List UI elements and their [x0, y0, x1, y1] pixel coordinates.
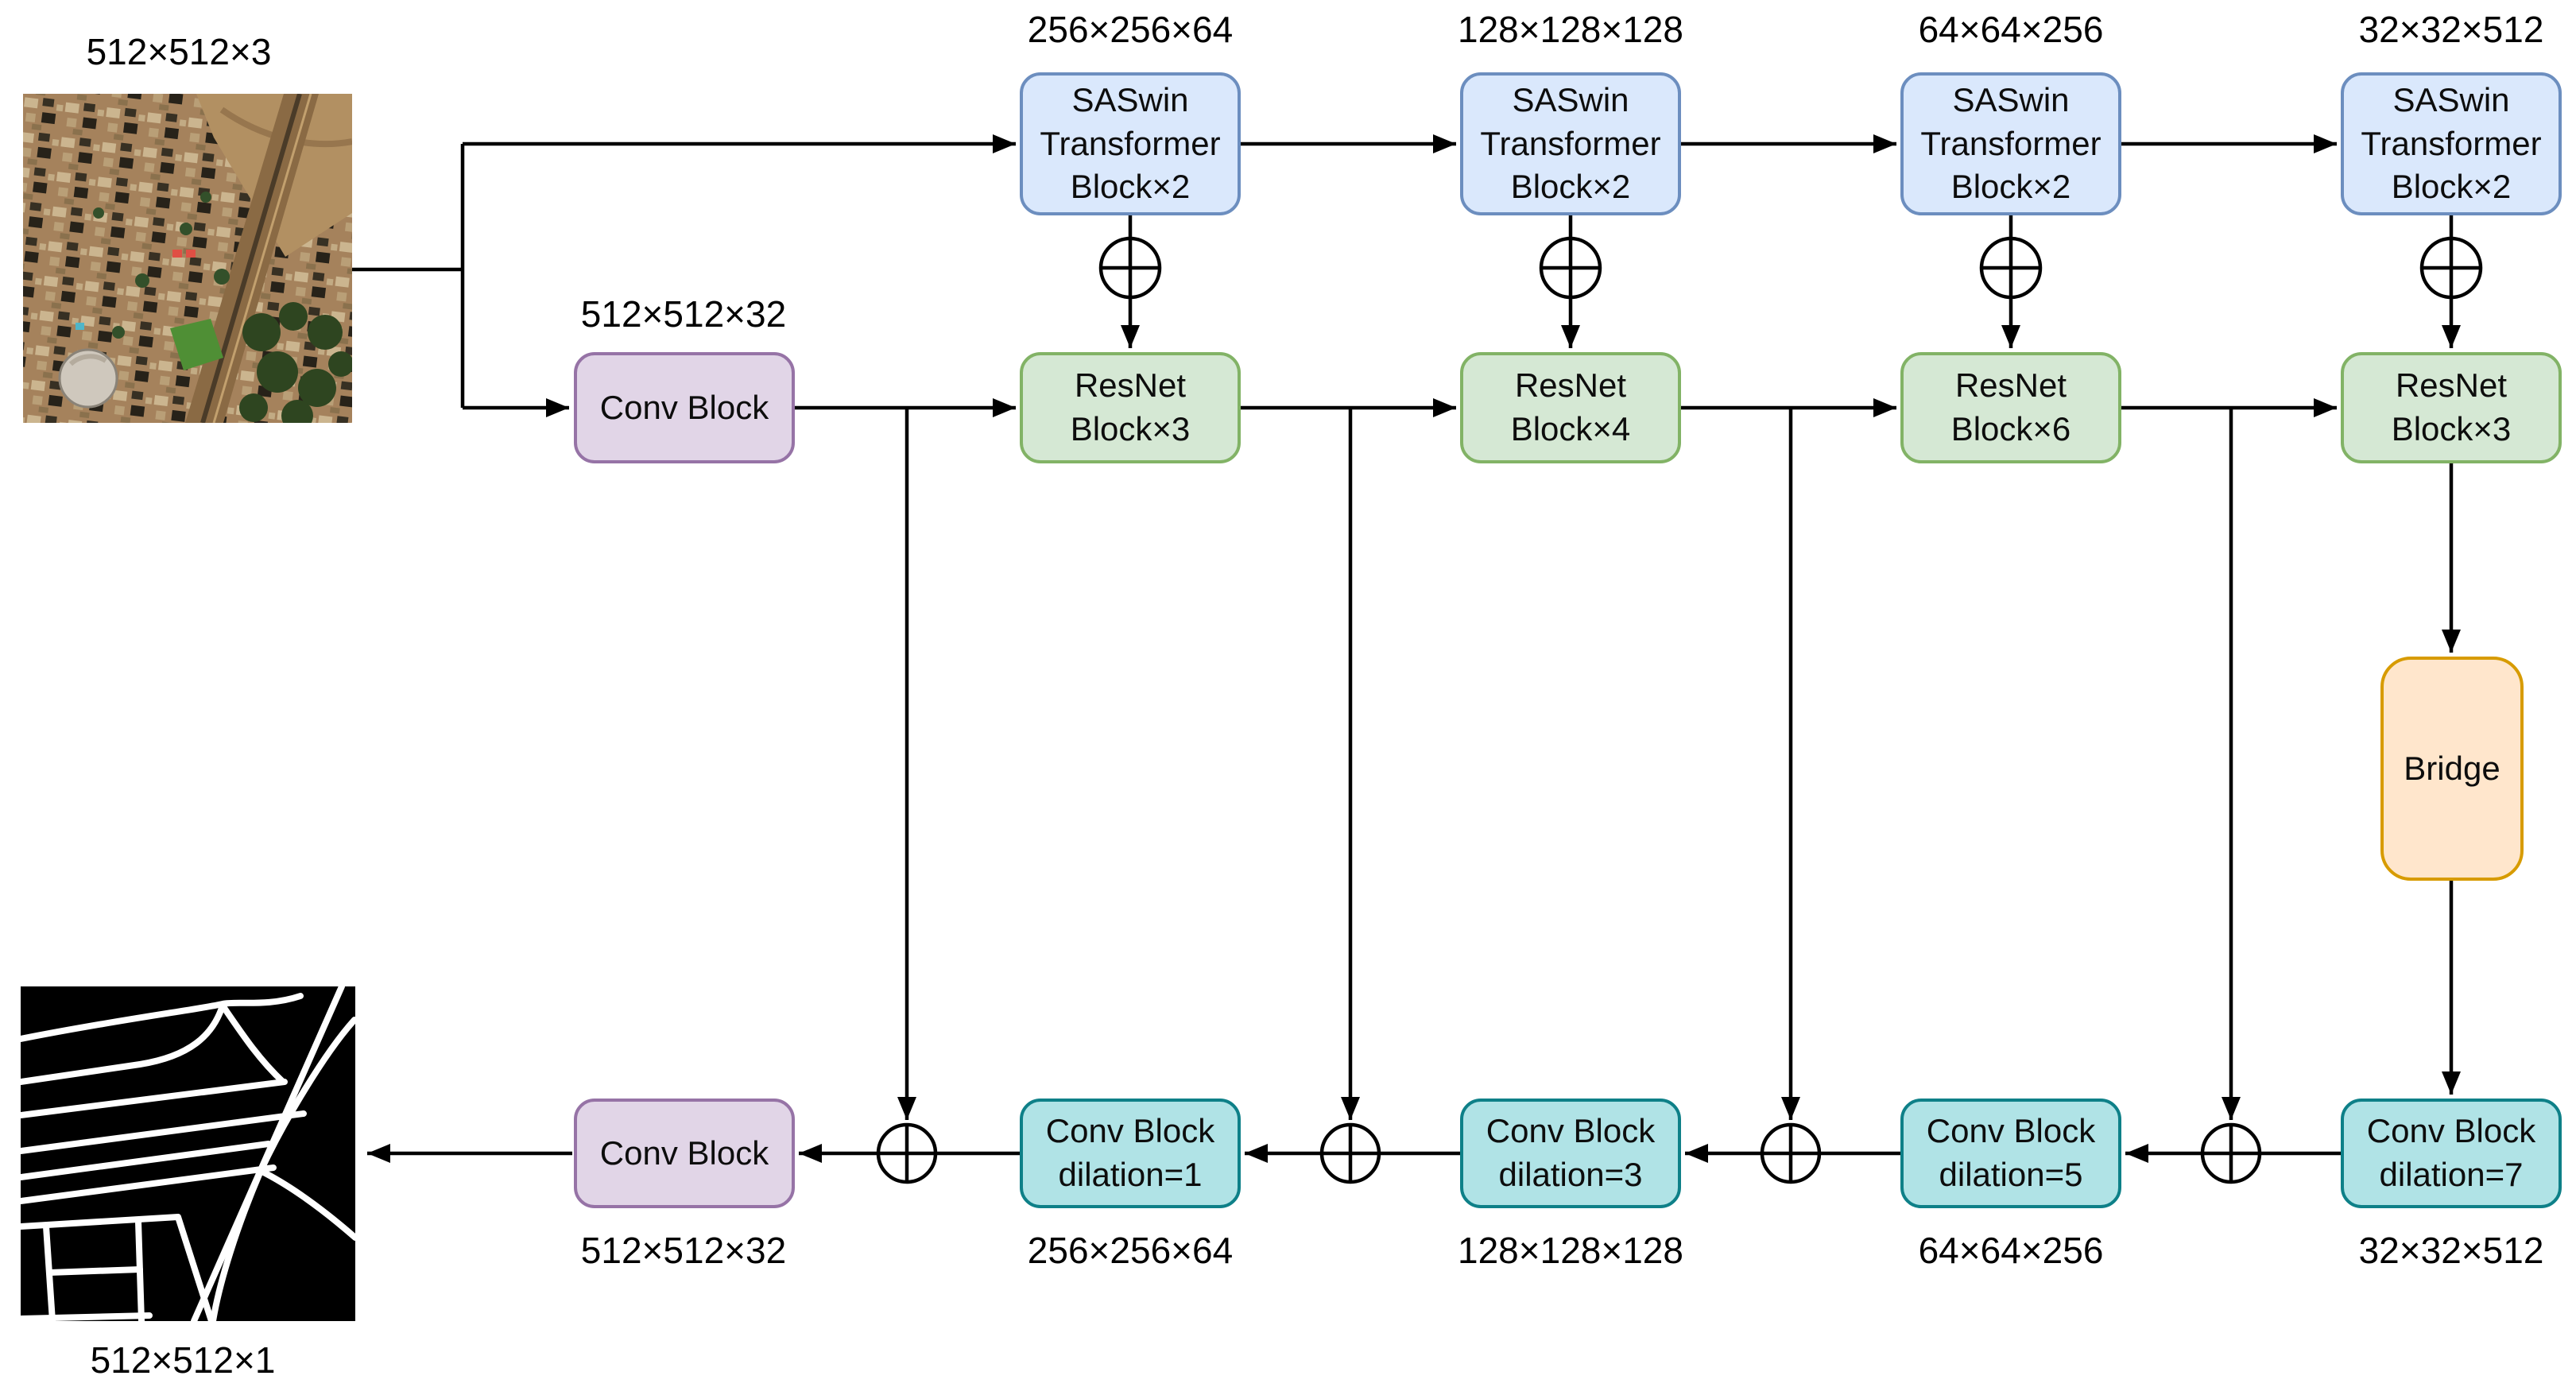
resnet1-line2: Block×3 [1070, 410, 1191, 448]
saswin3-line3: Block×2 [1950, 168, 2071, 206]
resnet3-line1: ResNet [1954, 366, 2067, 405]
resnet4-line2: Block×3 [2391, 410, 2512, 448]
bridge-label: Bridge [2404, 749, 2500, 787]
saswin-block-2: SASwin Transformer Block×2 [1460, 72, 1681, 215]
resnet-block-4: ResNet Block×3 [2341, 352, 2562, 463]
saswin2-line2: Transformer [1480, 124, 1661, 162]
bridge-block: Bridge [2380, 657, 2524, 881]
saswin2-line1: SASwin [1512, 81, 1629, 119]
saswin1-line2: Transformer [1040, 124, 1221, 162]
add-node-bottom-2 [1319, 1122, 1381, 1184]
saswin4-line3: Block×2 [2391, 168, 2512, 206]
saswin-block-3: SASwin Transformer Block×2 [1900, 72, 2121, 215]
convd5-line1: Conv Block [1926, 1112, 2096, 1150]
add-node-top-1 [1098, 236, 1162, 300]
resnet-block-3: ResNet Block×6 [1900, 352, 2121, 463]
saswin3-line1: SASwin [1952, 81, 2070, 119]
resnet1-line1: ResNet [1074, 366, 1187, 405]
dilated-conv-block-5: Conv Block dilation=5 [1900, 1099, 2121, 1208]
decoder-conv-block: Conv Block [574, 1099, 795, 1208]
resnet3-line2: Block×6 [1950, 410, 2071, 448]
stage1-top-dim: 256×256×64 [1027, 9, 1234, 50]
input-dim-label: 512×512×3 [86, 31, 272, 72]
add-node-bottom-1 [876, 1122, 938, 1184]
convd1-line2: dilation=1 [1058, 1156, 1203, 1193]
add-node-top-4 [2419, 236, 2483, 300]
stage4-top-dim: 32×32×512 [2358, 9, 2544, 50]
add-node-top-2 [1539, 236, 1602, 300]
dilated-conv-block-3: Conv Block dilation=3 [1460, 1099, 1681, 1208]
saswin1-line1: SASwin [1071, 81, 1189, 119]
encoder-conv-block: Conv Block [574, 352, 795, 463]
convd7-line2: dilation=7 [2379, 1156, 2524, 1193]
dilated-conv-block-1: Conv Block dilation=1 [1020, 1099, 1241, 1208]
input-satellite-image [23, 94, 352, 423]
stage4-bottom-dim: 32×32×512 [2358, 1230, 2544, 1271]
add-node-bottom-3 [1760, 1122, 1822, 1184]
output-mask-image [21, 986, 355, 1321]
decoder-conv-label: Conv Block [599, 1133, 769, 1172]
convd1-line1: Conv Block [1045, 1112, 1215, 1150]
encoder-conv-label: Conv Block [599, 388, 769, 426]
convd3-line2: dilation=3 [1498, 1156, 1643, 1193]
stage3-top-dim: 64×64×256 [1918, 9, 2104, 50]
output-dim-label: 512×512×1 [90, 1339, 276, 1381]
saswin4-line2: Transformer [2361, 124, 2542, 162]
stage3-bottom-dim: 64×64×256 [1918, 1230, 2104, 1271]
resnet4-line1: ResNet [2395, 366, 2508, 405]
add-node-top-3 [1979, 236, 2043, 300]
dilated-conv-block-7: Conv Block dilation=7 [2341, 1099, 2562, 1208]
resnet-block-1: ResNet Block×3 [1020, 352, 1241, 463]
resnet2-line1: ResNet [1514, 366, 1627, 405]
saswin-block-1: SASwin Transformer Block×2 [1020, 72, 1241, 215]
convd7-line1: Conv Block [2366, 1112, 2536, 1150]
stage1-bottom-dim: 256×256×64 [1027, 1230, 1234, 1271]
encoder-conv-dim-label: 512×512×32 [580, 293, 787, 335]
saswin2-line3: Block×2 [1510, 168, 1631, 206]
saswin-block-4: SASwin Transformer Block×2 [2341, 72, 2562, 215]
add-node-bottom-4 [2200, 1122, 2262, 1184]
stage2-top-dim: 128×128×128 [1458, 9, 1683, 50]
convd3-line1: Conv Block [1486, 1112, 1656, 1150]
decoder-conv-dim-label: 512×512×32 [580, 1230, 787, 1271]
convd5-line2: dilation=5 [1939, 1156, 2083, 1193]
saswin3-line2: Transformer [1920, 124, 2101, 162]
saswin1-line3: Block×2 [1070, 168, 1191, 206]
resnet2-line2: Block×4 [1510, 410, 1631, 448]
saswin4-line1: SASwin [2392, 81, 2510, 119]
resnet-block-2: ResNet Block×4 [1460, 352, 1681, 463]
stage2-bottom-dim: 128×128×128 [1458, 1230, 1683, 1271]
